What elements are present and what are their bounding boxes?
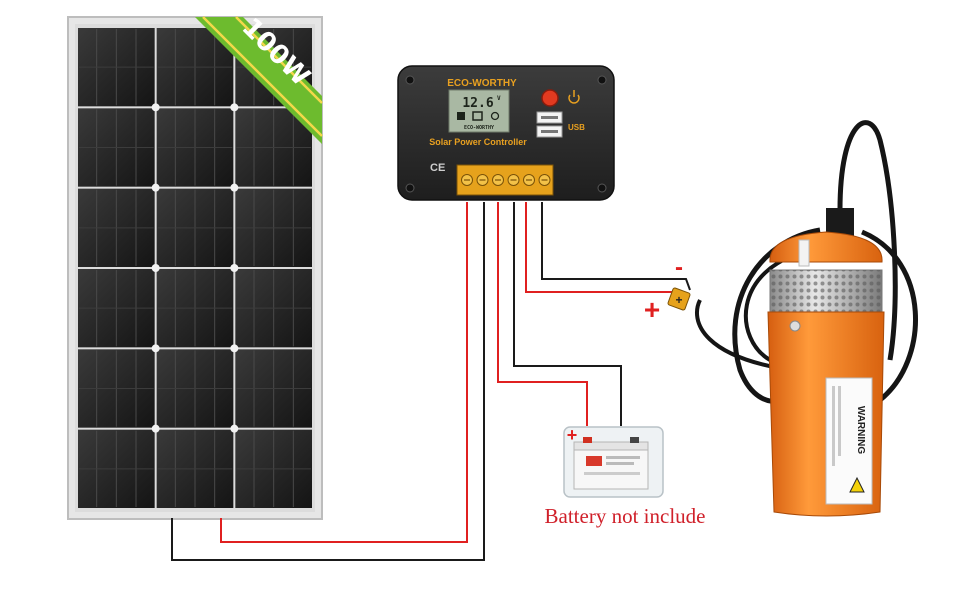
svg-text:+: + xyxy=(675,293,682,307)
pump-minus-sign: - xyxy=(675,254,683,281)
warning-triangle-icon xyxy=(849,476,865,493)
battery-positive-wire xyxy=(497,202,588,426)
usb-label: USB xyxy=(568,123,585,132)
terminal-screws xyxy=(461,174,551,186)
warning-text-lines xyxy=(832,386,841,466)
lcd-unit: V xyxy=(497,95,501,102)
lcd-bulb-icon xyxy=(490,111,500,121)
power-icon xyxy=(568,90,580,104)
warning-title: WARNING xyxy=(855,406,866,455)
panel-positive-wire xyxy=(220,202,468,543)
battery-body xyxy=(573,446,649,490)
battery-negative-terminal xyxy=(630,437,639,443)
charge-controller: ECO-WORTHY 12.6 V ECO-WORTHY USB Solar P… xyxy=(397,65,615,201)
load-negative-wire xyxy=(541,202,691,291)
lcd-reading: 12.6 xyxy=(462,96,493,111)
lcd-panel-icon xyxy=(457,112,465,120)
ce-mark: CE xyxy=(430,162,445,174)
battery-logo xyxy=(586,456,602,466)
lcd-screen xyxy=(448,89,510,133)
battery-negative-wire xyxy=(513,202,622,426)
load-positive-wire xyxy=(525,202,681,301)
battery-caption: Battery not include xyxy=(544,504,706,528)
panel-negative-wire xyxy=(171,202,485,561)
battery-plus-sign: + xyxy=(567,425,578,445)
controller-brand: ECO-WORTHY xyxy=(447,78,517,89)
battery xyxy=(563,426,664,498)
pump-top-cap xyxy=(769,231,883,263)
pump-plus-sign: + xyxy=(644,294,660,325)
controller-title: Solar Power Controller xyxy=(429,137,527,147)
controller-button xyxy=(541,89,559,107)
pump-connector: + xyxy=(667,287,691,311)
lcd-battery-icon xyxy=(472,111,483,121)
pump-outlet xyxy=(798,239,810,267)
battery-positive-terminal xyxy=(583,437,592,443)
water-pump: WARNING xyxy=(695,120,918,517)
lcd-brand: ECO-WORTHY xyxy=(464,125,494,131)
